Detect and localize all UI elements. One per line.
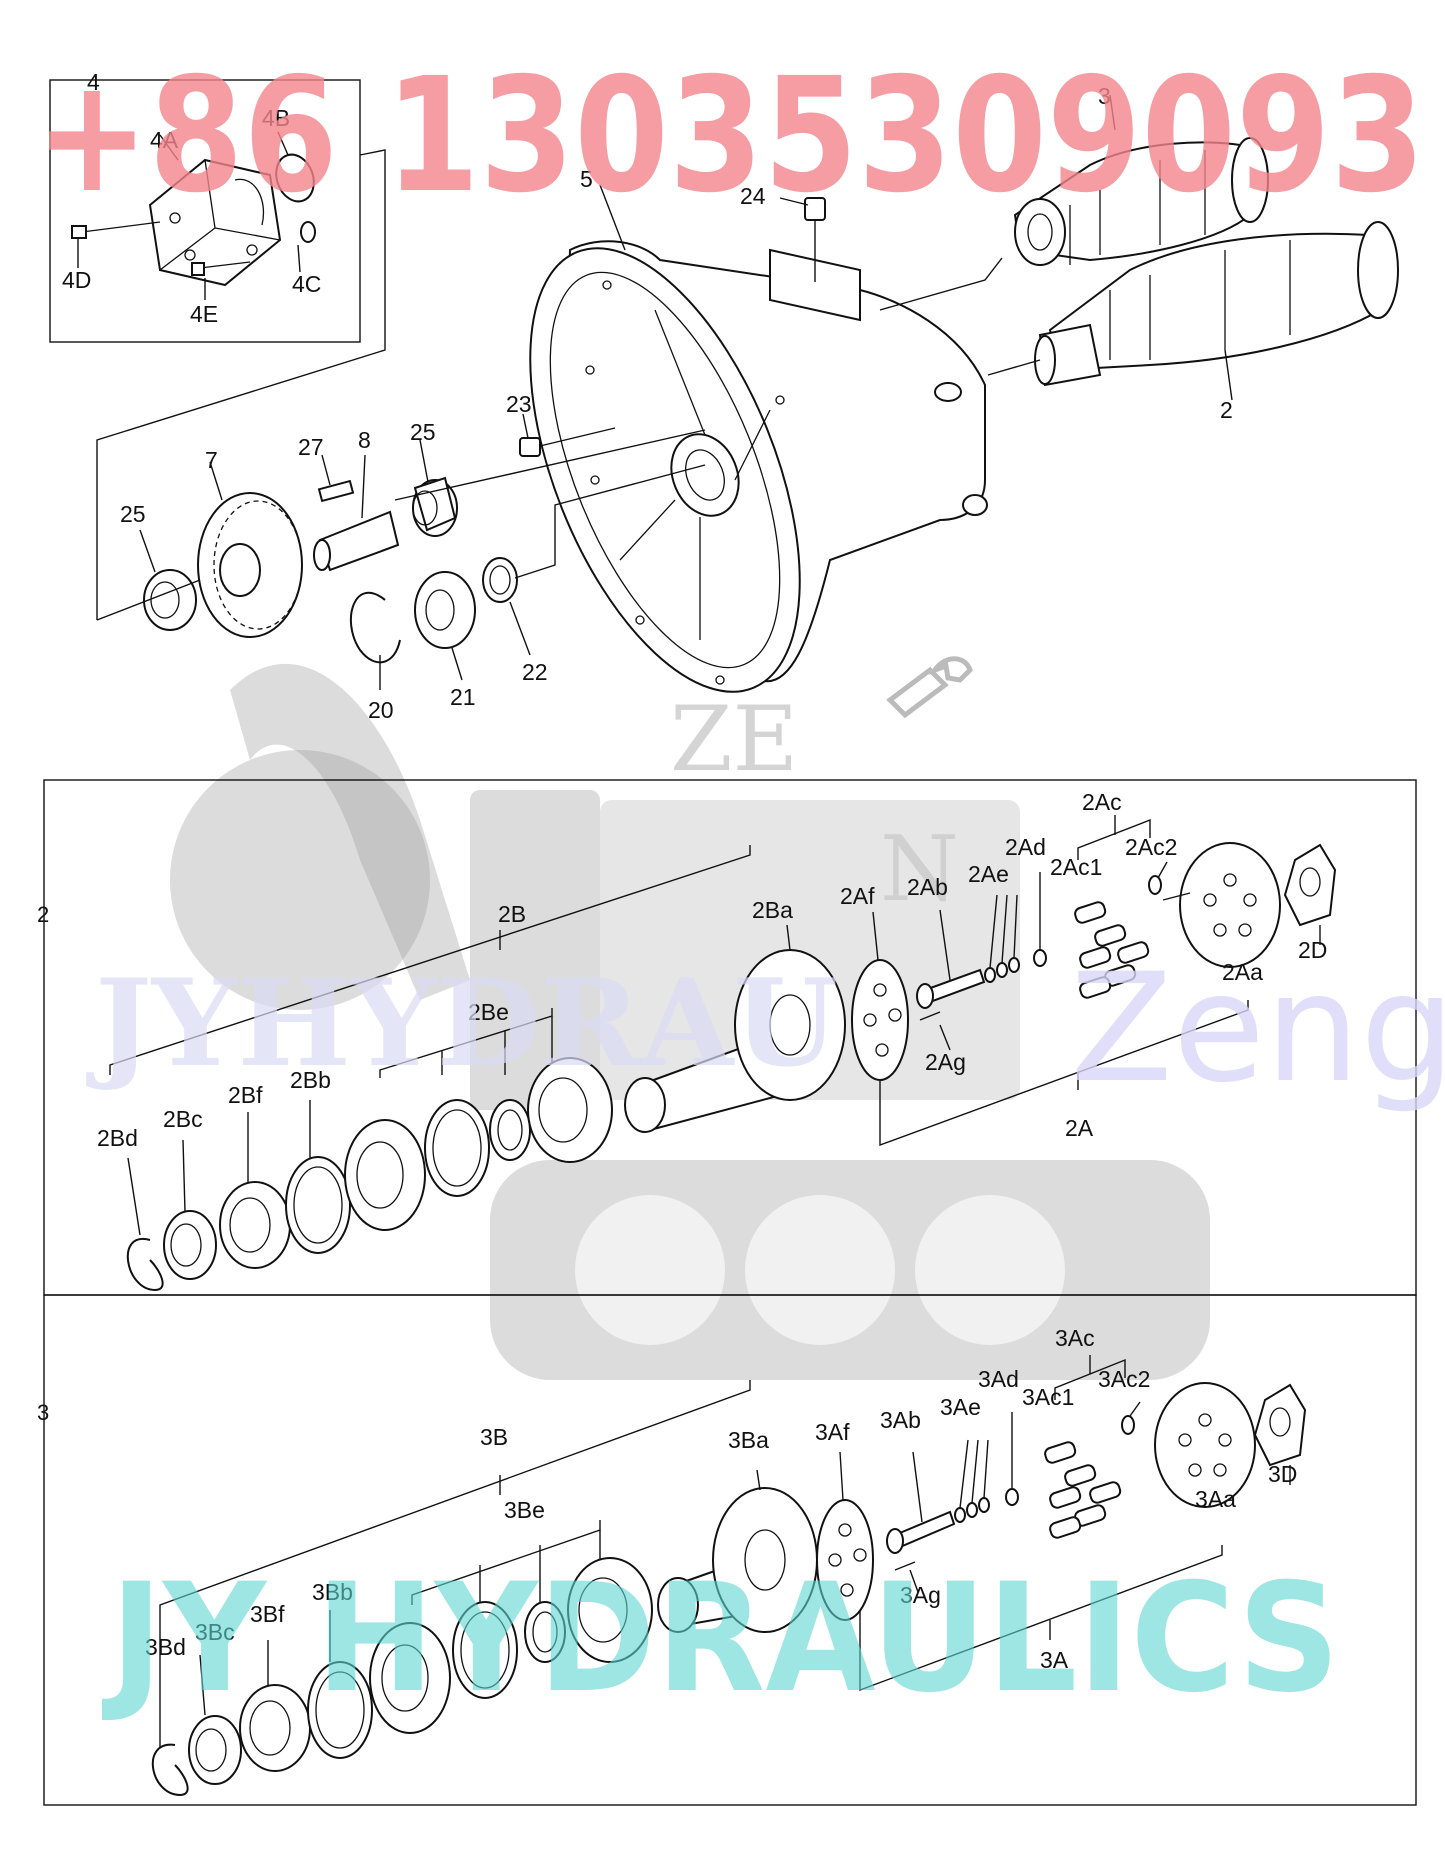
label-2Ad: 2Ad xyxy=(1005,834,1046,860)
frame-section-3 xyxy=(43,1294,1417,1806)
faint-brand-watermark: JYHYDRAU xyxy=(86,953,838,1094)
part-4E-bolt xyxy=(191,261,251,276)
label-3Ac2: 3Ac2 xyxy=(1098,1366,1150,1392)
label-4A: 4A xyxy=(150,127,179,153)
label-3Ab: 3Ab xyxy=(880,1407,921,1433)
wrench-icon xyxy=(886,656,973,719)
label-24: 24 xyxy=(740,183,766,209)
label-2Ba: 2Ba xyxy=(752,897,793,923)
ze-logo-watermark: ZE xyxy=(670,687,798,792)
part-5-pump-housing xyxy=(529,240,988,693)
label-2: 2 xyxy=(1220,397,1233,423)
label-3Bb: 3Bb xyxy=(312,1579,353,1605)
label-3Ac1: 3Ac1 xyxy=(1022,1384,1074,1410)
label-22: 22 xyxy=(522,659,548,685)
label-2Be: 2Be xyxy=(468,999,509,1025)
label-20: 20 xyxy=(368,697,394,723)
part-4A-valve-body xyxy=(148,158,282,287)
label-2D: 2D xyxy=(1298,937,1327,963)
label-4B: 4B xyxy=(262,105,290,131)
part-8-shaft xyxy=(313,510,400,572)
brand-watermark: JY HYDRAULICS xyxy=(101,1552,1340,1726)
zeng-watermark: Zeng xyxy=(1070,942,1445,1116)
label-3A: 3A xyxy=(1040,1647,1069,1673)
label-3Ac: 3Ac xyxy=(1055,1325,1095,1351)
part-2-rotating-group xyxy=(1034,221,1399,387)
label-4D: 4D xyxy=(62,267,91,293)
label-21: 21 xyxy=(450,684,476,710)
label-3Bf: 3Bf xyxy=(250,1601,285,1627)
part-21-seal xyxy=(414,571,476,649)
section-2-assembly xyxy=(109,815,1337,1292)
label-23: 23 xyxy=(506,391,532,417)
part-25-bearing-right xyxy=(412,476,458,537)
label-2Ae: 2Ae xyxy=(968,861,1009,887)
label-2Ag: 2Ag xyxy=(925,1049,966,1075)
inset-box-4 xyxy=(49,79,361,343)
label-7: 7 xyxy=(205,447,218,473)
label-2Ac1: 2Ac1 xyxy=(1050,854,1102,880)
label-3D: 3D xyxy=(1268,1461,1297,1487)
n-letter-watermark: N xyxy=(880,817,959,922)
callout-labels: 4 4A 4B 4C 4D 4E 3 5 24 2 23 7 27 8 25 2… xyxy=(37,69,1327,1673)
label-2Ac: 2Ac xyxy=(1082,789,1122,815)
label-2Bf: 2Bf xyxy=(228,1082,263,1108)
label-3Be: 3Be xyxy=(504,1497,545,1523)
part-20-snap-ring xyxy=(349,591,401,664)
label-2Bd: 2Bd xyxy=(97,1125,138,1151)
label-3Ag: 3Ag xyxy=(900,1582,941,1608)
label-4C: 4C xyxy=(292,271,321,297)
label-3Ba: 3Ba xyxy=(728,1427,769,1453)
label-25-right: 25 xyxy=(410,419,436,445)
label-3Ae: 3Ae xyxy=(940,1394,981,1420)
part-4D-bolt xyxy=(71,221,161,239)
label-2Bb: 2Bb xyxy=(290,1067,331,1093)
label-5: 5 xyxy=(580,166,593,192)
label-4: 4 xyxy=(87,69,100,95)
part-7-gear xyxy=(197,492,303,638)
section-3-assembly xyxy=(151,1355,1307,1797)
label-8: 8 xyxy=(358,427,371,453)
part-4C-o-ring xyxy=(300,221,316,243)
label-2A: 2A xyxy=(1065,1115,1094,1141)
phone-watermark: +86 13035309093 xyxy=(35,44,1425,228)
part-3-rotating-group xyxy=(1013,137,1269,266)
label-2Ab: 2Ab xyxy=(907,874,948,900)
label-2Aa: 2Aa xyxy=(1222,959,1263,985)
label-4E: 4E xyxy=(190,301,218,327)
part-24-plug xyxy=(804,197,826,282)
label-2Bc: 2Bc xyxy=(163,1106,203,1132)
label-2B: 2B xyxy=(498,901,526,927)
label-3B: 3B xyxy=(480,1424,508,1450)
section-number-3: 3 xyxy=(37,1400,49,1425)
part-22-ring xyxy=(482,557,518,603)
label-25-left: 25 xyxy=(120,501,146,527)
label-3: 3 xyxy=(1098,83,1111,109)
part-27-key xyxy=(317,479,355,503)
part-25-bearing-left xyxy=(143,569,197,631)
label-2Ac2: 2Ac2 xyxy=(1125,834,1177,860)
label-3Ad: 3Ad xyxy=(978,1366,1019,1392)
label-3Af: 3Af xyxy=(815,1419,850,1445)
label-3Bd: 3Bd xyxy=(145,1634,186,1660)
label-27: 27 xyxy=(298,434,324,460)
excavator-watermark xyxy=(170,663,1210,1380)
section-number-2: 2 xyxy=(37,902,49,927)
part-4B-o-ring xyxy=(275,153,315,203)
label-3Bc: 3Bc xyxy=(195,1619,235,1645)
label-3Aa: 3Aa xyxy=(1195,1486,1236,1512)
label-2Af: 2Af xyxy=(840,883,875,909)
part-23-bolt xyxy=(519,427,616,457)
